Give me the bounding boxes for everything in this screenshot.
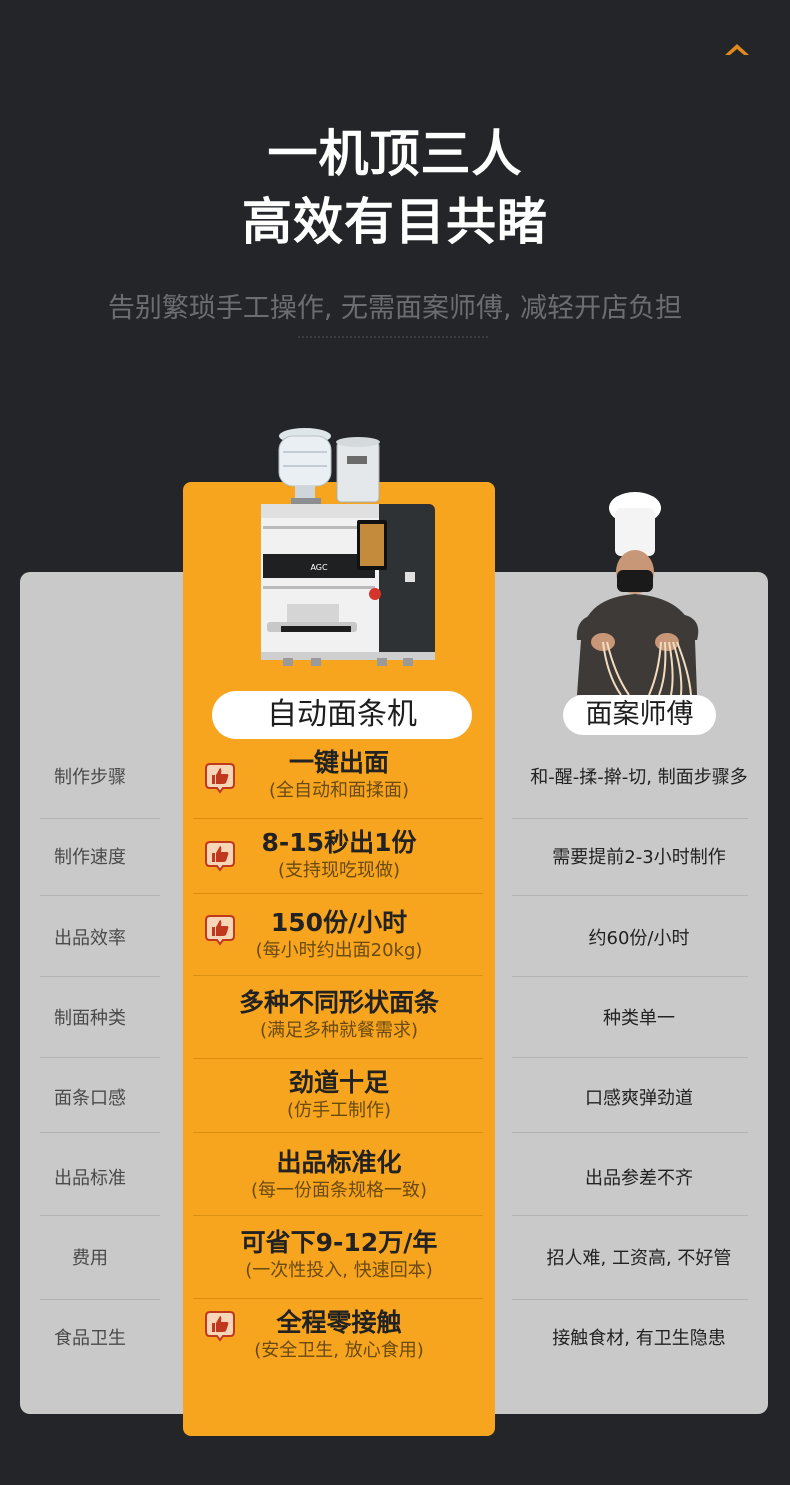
row-label: 食品卫生 [54,1328,126,1349]
machine-cell-main: 多种不同形状面条 [238,988,439,1017]
machine-cell: 出品标准化 (每一份面条规格一致) [183,1147,495,1203]
machine-cell: 全程零接触 (安全卫生, 放心食用) [183,1307,495,1363]
machine-cell: 一键出面 (全自动和面揉面) [183,747,495,803]
chef-cell: 约60份/小时 [588,928,690,949]
row-divider [512,818,748,819]
noodle-machine-image: AGC [261,428,435,666]
row-label: 费用 [72,1248,108,1269]
row-divider [40,1057,160,1058]
machine-cell: 150份/小时 (每小时约出面20kg) [183,907,495,963]
machine-cell-sub: (支持现吃现做) [277,860,401,881]
machine-cell-sub: (仿手工制作) [286,1100,392,1121]
chef-image [576,492,699,695]
row-divider [193,893,483,894]
row-divider [40,976,160,977]
row-divider [40,1215,160,1216]
thumbs-up-icon [205,915,235,946]
page-subtitle: 告别繁琐手工操作, 无需面案师傅, 减轻开店负担 [107,293,683,324]
machine-cell: 8-15秒出1份 (支持现吃现做) [183,827,495,883]
row-divider [40,1299,160,1300]
row-divider [512,895,748,896]
row-divider [512,1299,748,1300]
thumbs-up-icon [205,841,235,872]
machine-cell-sub: (每一份面条规格一致) [250,1180,428,1201]
machine-cell-sub: (一次性投入, 快速回本) [245,1260,433,1281]
row-divider [40,818,160,819]
machine-cell: 多种不同形状面条 (满足多种就餐需求) [183,987,495,1043]
row-label: 出品标准 [54,1168,126,1189]
chef-cell: 口感爽弹劲道 [585,1088,693,1109]
machine-cell: 劲道十足 (仿手工制作) [183,1067,495,1123]
machine-cell-main: 8-15秒出1份 [261,828,417,857]
row-label: 制作步骤 [54,767,126,788]
row-divider [193,1215,483,1216]
machine-cell-main: 劲道十足 [288,1068,389,1097]
page-title-line1: 一机顶三人 [267,125,523,183]
chef-cell: 和-醒-揉-擀-切, 制面步骤多 [530,767,748,788]
machine-cell: 可省下9-12万/年 (一次性投入, 快速回本) [183,1227,495,1283]
row-divider [512,976,748,977]
row-divider [193,818,483,819]
machine-cell-main: 出品标准化 [276,1148,402,1177]
row-divider [193,1298,483,1299]
row-divider [512,1057,748,1058]
row-label: 制面种类 [54,1008,126,1029]
subtitle-divider [298,336,488,338]
chef-cell: 出品参差不齐 [585,1168,693,1189]
chef-column-label: 面案师傅 [563,695,716,735]
thumbs-up-icon [205,1311,235,1342]
chef-cell: 种类单一 [603,1008,675,1029]
machine-cell-main: 一键出面 [288,748,389,777]
machine-cell-main: 可省下9-12万/年 [240,1228,438,1257]
machine-cell-sub: (每小时约出面20kg) [255,940,423,961]
row-label: 出品效率 [54,928,126,949]
row-divider [40,1132,160,1133]
machine-cell-sub: (满足多种就餐需求) [259,1020,419,1041]
row-divider [193,1058,483,1059]
machine-cell-main: 全程零接触 [276,1308,402,1337]
page-title-line2: 高效有目共睹 [242,193,548,251]
row-divider [512,1215,748,1216]
row-divider [40,895,160,896]
row-label: 面条口感 [54,1088,126,1109]
chevron-up-icon[interactable] [724,42,750,56]
machine-cell-sub: (安全卫生, 放心食用) [254,1340,424,1361]
machine-column-label: 自动面条机 [212,691,472,739]
chef-cell: 招人难, 工资高, 不好管 [546,1248,732,1269]
row-divider [512,1132,748,1133]
row-divider [193,1132,483,1133]
chef-cell: 需要提前2-3小时制作 [552,847,726,868]
thumbs-up-icon [205,763,235,794]
chef-cell: 接触食材, 有卫生隐患 [552,1328,726,1349]
machine-cell-main: 150份/小时 [270,908,408,937]
machine-cell-sub: (全自动和面揉面) [268,780,410,801]
row-label: 制作速度 [54,847,126,868]
row-divider [193,975,483,976]
machine-brand-text: AGC [310,563,328,572]
